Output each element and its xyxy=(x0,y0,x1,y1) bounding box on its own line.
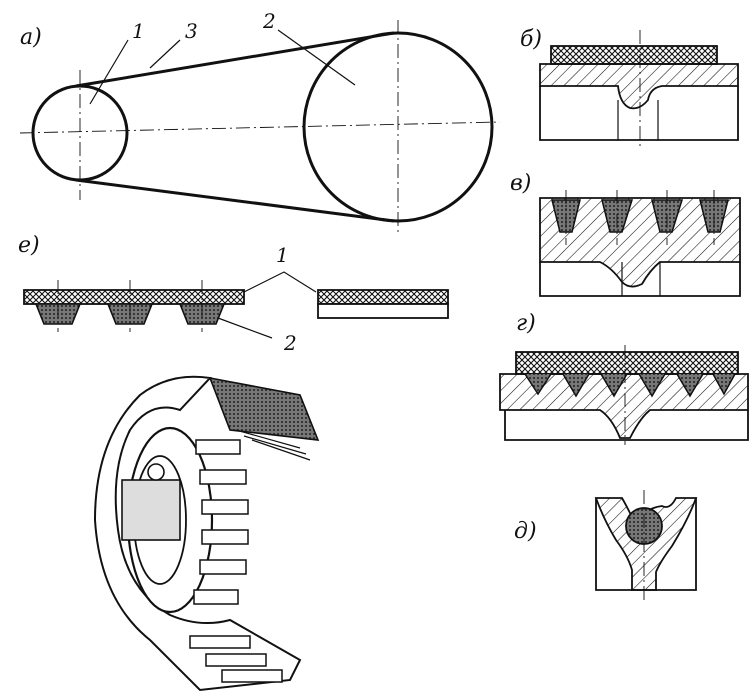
panel-d-round-belt: д) xyxy=(514,490,698,604)
label-a: а) xyxy=(20,25,42,50)
leader-1 xyxy=(89,39,129,105)
label-e: е) xyxy=(18,233,40,258)
pulley-rim-section-b xyxy=(539,63,739,110)
set-screw xyxy=(147,463,165,481)
pulley-body-v xyxy=(539,262,741,297)
belt-upper-span xyxy=(75,31,395,88)
panel-b-flat-belt: б) xyxy=(520,27,739,150)
number-e-2: 2 xyxy=(283,331,297,355)
belt-cords xyxy=(235,429,311,461)
panel-v-poly-v-belt: в) xyxy=(510,171,741,297)
toothed-belt-back xyxy=(515,351,739,375)
pulley-teeth xyxy=(193,439,249,605)
leader-e-1 xyxy=(243,271,317,293)
pulley-hub xyxy=(121,479,181,541)
leader-3 xyxy=(149,39,181,69)
number-e-1: 1 xyxy=(276,243,289,267)
panel-e-belt-sections: е) 1 2 xyxy=(18,233,449,355)
belt-teeth-lower xyxy=(189,635,283,683)
belt-teeth-g xyxy=(524,373,736,398)
belt-lower-span xyxy=(75,178,395,223)
leader-2 xyxy=(277,29,356,86)
centerline-horizontal xyxy=(19,121,501,134)
flat-belt-section xyxy=(550,45,718,65)
belt-cross-section-cord xyxy=(317,289,449,305)
belt-cut-end xyxy=(208,376,320,441)
number-2: 2 xyxy=(262,9,276,33)
leader-e-2 xyxy=(217,317,273,339)
number-1: 1 xyxy=(132,19,145,43)
poly-v-belt-ribs xyxy=(551,199,729,233)
label-b: б) xyxy=(520,27,542,52)
pulley-body-b xyxy=(539,86,739,141)
pulley-body-d xyxy=(595,498,697,591)
toothed-belt-longitudinal xyxy=(23,289,245,305)
belt-cross-section-base xyxy=(317,303,449,319)
pulley-section-v xyxy=(539,197,741,288)
label-d: д) xyxy=(514,519,537,544)
label-v: в) xyxy=(510,171,531,196)
panel-g-toothed-belt: г) xyxy=(499,311,749,445)
number-3: 3 xyxy=(185,19,198,43)
panel-a-belt-drive: а) 1 3 2 xyxy=(19,9,501,235)
pulley-body-g xyxy=(504,410,749,441)
label-g: г) xyxy=(516,311,536,336)
belt-loop-outline xyxy=(93,375,302,692)
toothed-pulley-perspective xyxy=(93,375,320,692)
